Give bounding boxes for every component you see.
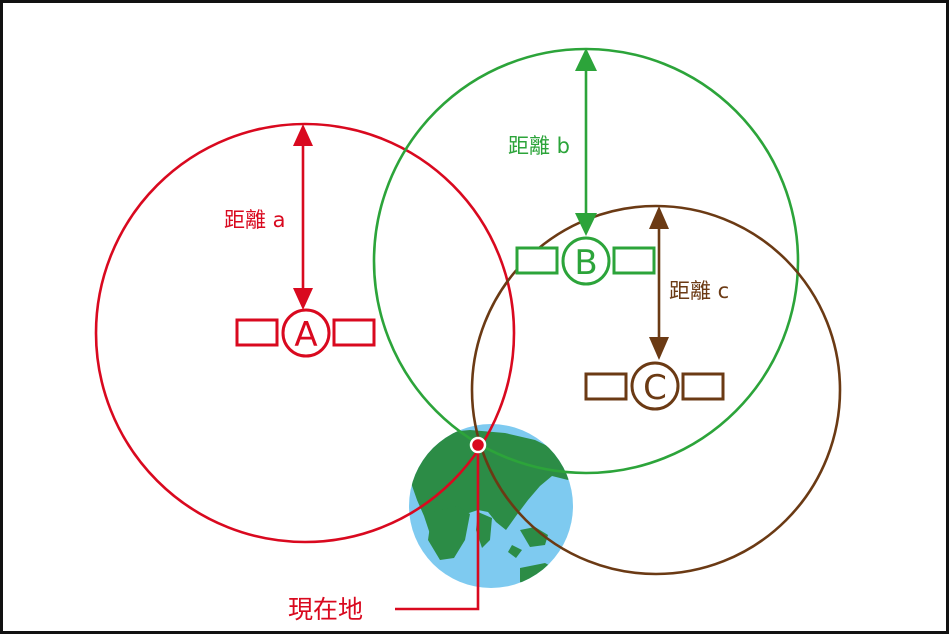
satellite-b-letter: B (574, 243, 597, 283)
distance-circle-a (94, 122, 516, 544)
current-location-label: 現在地 (288, 595, 363, 624)
solar-panel-right (612, 246, 656, 275)
satellite-body (281, 308, 331, 358)
satellite-a (235, 308, 376, 358)
satellite-c (584, 361, 725, 411)
solar-panel-right (332, 318, 376, 347)
satellite-c-letter: C (643, 368, 667, 408)
solar-panel-left (235, 318, 279, 347)
distance-label-c: 距離 c (669, 279, 729, 303)
satellite-body (561, 236, 611, 286)
solar-panel-right (681, 372, 725, 401)
current-location-marker (395, 436, 487, 611)
satellite-body (630, 361, 680, 411)
solar-panel-left (515, 246, 559, 275)
distance-label-b: 距離 b (508, 134, 570, 158)
distance-label-a: 距離 a (224, 208, 286, 232)
satellite-b (515, 236, 656, 286)
distance-circle-c (470, 204, 842, 576)
solar-panel-left (584, 372, 628, 401)
distance-arrow-b (575, 48, 597, 236)
distance-arrow-c (649, 206, 669, 360)
satellite-a-letter: A (294, 315, 317, 355)
distance-arrow-a (293, 124, 313, 310)
